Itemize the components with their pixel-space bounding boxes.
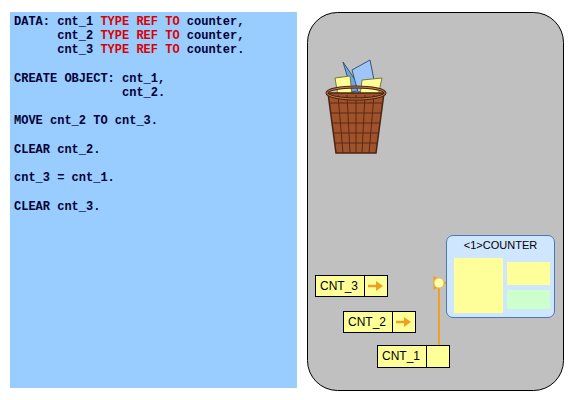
- variable-name: CNT_3: [316, 276, 364, 296]
- arrow-shaft: [396, 321, 405, 324]
- pointer-joint: [434, 278, 444, 288]
- reference-variable: CNT_3: [315, 275, 388, 297]
- code-text: CLEAR cnt_3.: [14, 200, 100, 214]
- code-keyword: TYPE REF TO: [100, 43, 179, 57]
- code-text: counter,: [187, 15, 245, 29]
- method-area: [507, 262, 550, 285]
- object-box: <1>COUNTER: [446, 235, 555, 318]
- arrow-shaft: [368, 285, 377, 288]
- reference-variable: CNT_1: [377, 345, 450, 368]
- method-area: [507, 290, 550, 309]
- reference-variable: CNT_2: [343, 311, 416, 333]
- code-keyword: TYPE REF TO: [100, 29, 179, 43]
- reference-cell: [392, 312, 415, 332]
- code-text: DATA: cnt_1: [14, 15, 93, 29]
- reference-cell: [364, 276, 387, 296]
- code-text: CREATE OBJECT: cnt_1,: [14, 72, 165, 86]
- reference-pointer: [439, 283, 446, 345]
- arrow-head: [376, 281, 383, 291]
- memory-area: [308, 13, 564, 391]
- code-text: counter,: [187, 29, 245, 43]
- code-keyword: TYPE REF TO: [100, 15, 179, 29]
- wastebasket-icon: [327, 60, 385, 153]
- variable-name: CNT_2: [344, 312, 392, 332]
- code-text: MOVE cnt_2 TO cnt_3.: [14, 114, 158, 128]
- attribute-area: [454, 258, 503, 313]
- null-pointer-arrow: [393, 312, 414, 332]
- null-pointer-arrow: [365, 276, 386, 296]
- object-name: <1>COUNTER: [447, 238, 554, 252]
- code-text: cnt_2: [57, 29, 93, 43]
- reference-cell: [426, 346, 449, 367]
- arrow-head: [404, 317, 411, 327]
- code-text: CLEAR cnt_2.: [14, 143, 100, 157]
- code-text: counter.: [187, 43, 245, 57]
- code-text: cnt_2.: [122, 86, 165, 100]
- code-panel: DATA: cnt_1TYPE REF TOcounter,cnt_2TYPE …: [10, 12, 297, 388]
- code-text: cnt_3: [57, 43, 93, 57]
- code-text: cnt_3 = cnt_1.: [14, 171, 115, 185]
- variable-name: CNT_1: [378, 346, 426, 367]
